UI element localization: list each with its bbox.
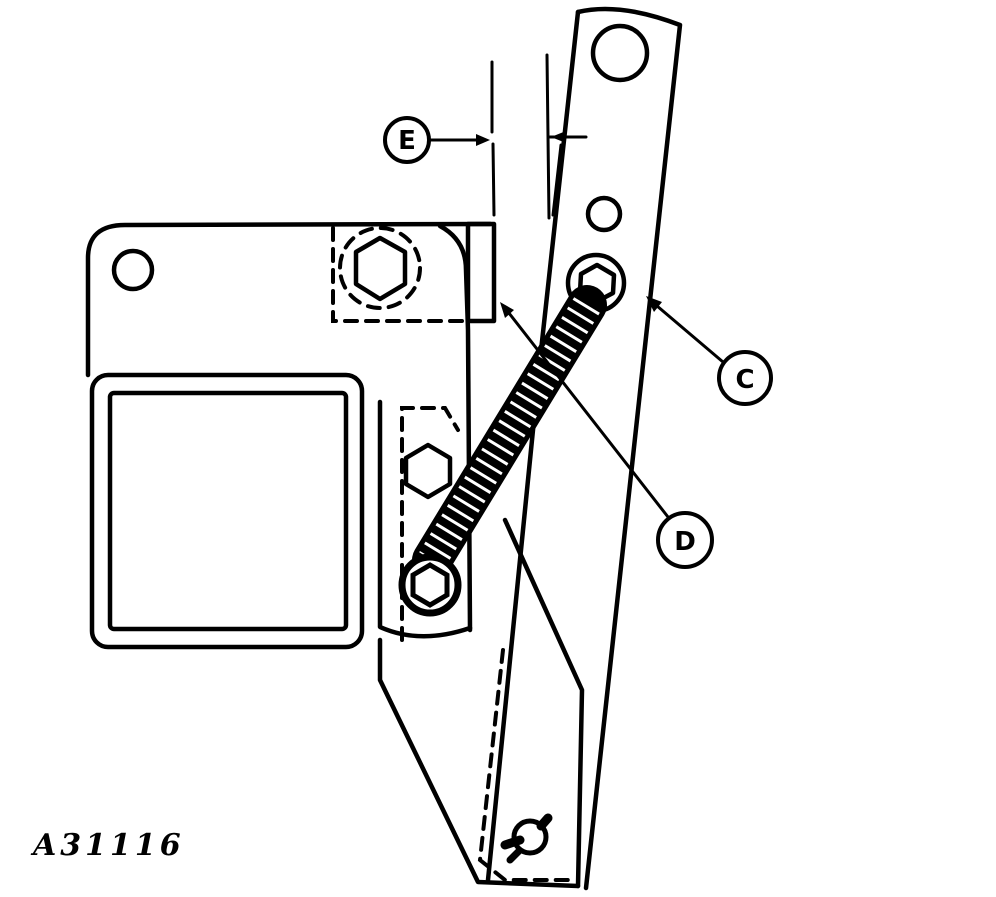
middle-hex-bolt — [403, 442, 453, 500]
arm-top-hole — [590, 23, 650, 83]
spring-anchor-bolt — [410, 562, 450, 608]
upper-hex-bolt — [353, 235, 408, 302]
coil-spring — [398, 285, 607, 617]
callout-d: D — [500, 302, 714, 569]
square-window — [89, 372, 365, 650]
plate-hole — [111, 248, 155, 292]
wing-nut — [500, 813, 553, 864]
reference-lines — [490, 53, 563, 220]
callout-d-label: D — [674, 527, 696, 557]
lower-bracket — [377, 399, 585, 889]
callout-c-label: C — [735, 365, 754, 395]
callout-c: C — [646, 296, 773, 406]
stop-block — [465, 221, 497, 324]
mounting-plate — [85, 221, 497, 633]
arm-mid-hole — [585, 195, 623, 233]
callout-e-label: E — [398, 126, 416, 156]
figure-id: A31116 — [33, 828, 185, 863]
callout-e: E — [383, 116, 588, 164]
